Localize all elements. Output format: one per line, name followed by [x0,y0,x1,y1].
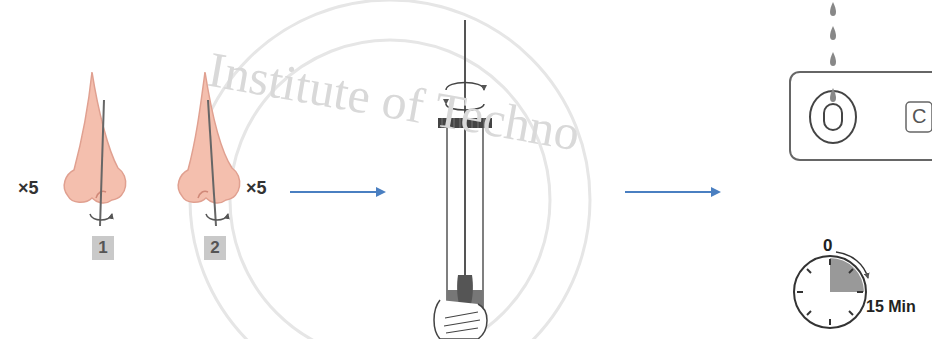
flow-arrow [625,191,719,193]
repeat-count: ×5 [18,178,39,199]
callout-number: 2 [210,238,219,258]
test-cassette [790,72,932,160]
callout-box: 1 [92,236,114,260]
timer-label: 15 Min [866,298,916,316]
flow-arrow [290,191,384,193]
timer-label: 0 [823,236,832,256]
repeat-count: ×5 [246,178,267,199]
timer [794,252,868,328]
watermark: Institute of Techno [204,40,584,162]
extraction-tube [434,20,492,339]
callout-box: 2 [204,236,226,260]
watermark-ring [190,0,590,339]
sample-drops [830,2,836,66]
nose-left [64,72,125,226]
callout-number: 1 [98,238,107,258]
control-mark: C [912,105,926,128]
